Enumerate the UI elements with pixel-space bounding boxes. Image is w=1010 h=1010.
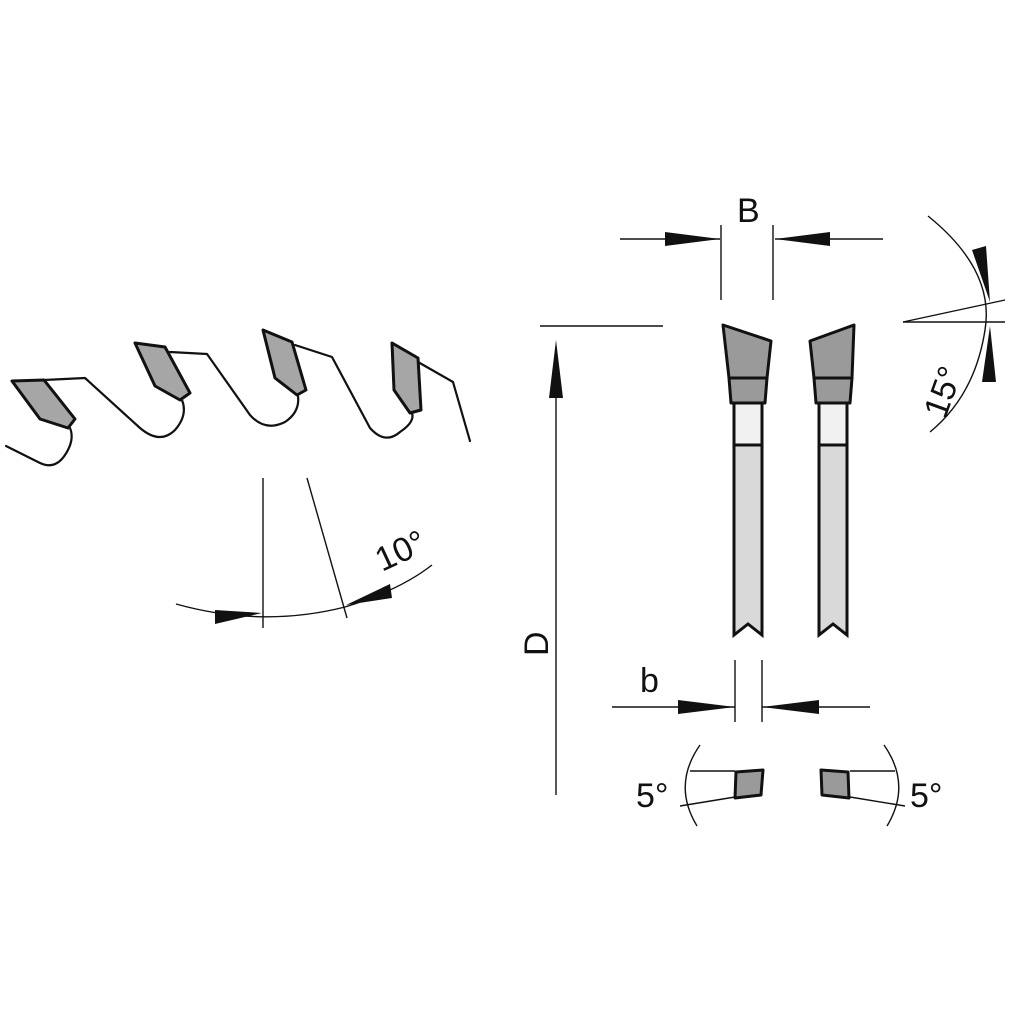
carbide-tip-1	[10, 378, 77, 430]
label-10-degrees: 10°	[369, 523, 432, 579]
carbide-tip-3	[261, 328, 308, 397]
saw-teeth-profile	[4, 328, 472, 467]
label-b: b	[640, 662, 659, 700]
side-angle-right	[819, 744, 906, 827]
carbide-tip-2	[133, 341, 192, 402]
carbide-tip-4	[390, 341, 423, 415]
width-B-dimension	[620, 225, 883, 300]
tooth-section-right	[808, 323, 856, 639]
side-angle-left	[679, 744, 765, 827]
label-5-degrees-right: 5°	[910, 777, 943, 815]
top-bevel-angle-dimension	[902, 215, 1006, 433]
label-D: D	[518, 631, 556, 656]
body-b-dimension	[612, 660, 870, 722]
label-B: B	[737, 192, 760, 230]
tooth-section-left	[721, 323, 773, 639]
diameter-dimension	[540, 325, 663, 795]
label-15-degrees: 15°	[917, 361, 970, 422]
label-5-degrees-left: 5°	[636, 777, 669, 815]
hook-angle-dimension	[175, 477, 433, 628]
